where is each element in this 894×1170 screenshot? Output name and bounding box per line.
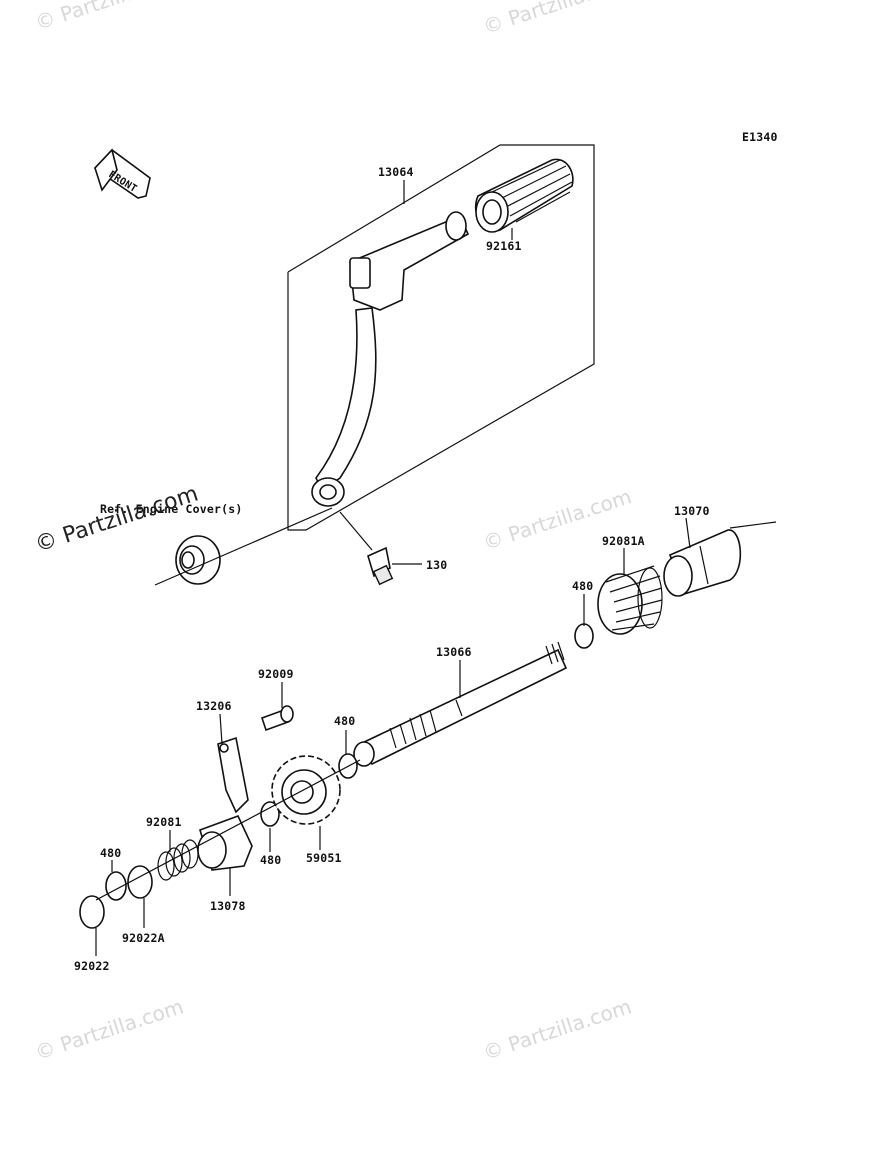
label-480-middle: 480 (334, 714, 355, 728)
watermark-main: © Partzilla.com (32, 481, 201, 557)
label-13064: 13064 (378, 165, 414, 179)
label-92081a: 92081A (602, 534, 645, 548)
kick-spring-92081a (597, 565, 663, 635)
watermark-bottom-right: © Partzilla.com (480, 994, 634, 1065)
diagram-code: E1340 (742, 130, 778, 144)
washer-92022 (79, 895, 105, 929)
label-13070: 13070 (674, 504, 710, 518)
spring-guide-13070 (663, 529, 742, 597)
watermark-top-left: © Partzilla.com (32, 0, 186, 35)
washer-92022a (127, 865, 153, 899)
watermark-bottom-left: © Partzilla.com (32, 994, 186, 1065)
engine-cover-oil-seal (175, 535, 221, 585)
label-59051: 59051 (306, 851, 342, 865)
label-92022a: 92022A (122, 931, 165, 945)
bolt-92009 (260, 705, 294, 732)
ratchet-spring-92081 (157, 839, 199, 881)
front-arrow-icon: FRONT (93, 148, 151, 199)
shaft-centerline-lower (95, 759, 361, 901)
circlip-480-left (105, 871, 127, 901)
kick-pedal-group-outline (287, 144, 595, 531)
ratchet-13078 (197, 814, 253, 871)
label-13078: 13078 (210, 899, 246, 913)
label-480-upper: 480 (572, 579, 593, 593)
guide-13206 (217, 736, 249, 814)
kick-shaft-13066 (353, 641, 568, 767)
label-130: 130 (426, 558, 447, 572)
label-13206: 13206 (196, 699, 232, 713)
pedal-rubber-grip (475, 158, 574, 233)
label-92081: 92081 (146, 815, 182, 829)
shaft-centerline-upper (154, 507, 333, 586)
label-92022: 92022 (74, 959, 110, 973)
label-480-left: 480 (100, 846, 121, 860)
circlip-480-lower (260, 801, 280, 827)
reference-note: Ref. Engine Cover(s) (100, 502, 242, 516)
kick-pedal-lever (311, 211, 470, 507)
label-92161: 92161 (486, 239, 522, 253)
bolt-leader (339, 511, 373, 551)
watermark-top-right: © Partzilla.com (480, 0, 634, 39)
label-13066: 13066 (436, 645, 472, 659)
circlip-480-upper (574, 623, 594, 649)
bolt-130 (367, 546, 394, 586)
kick-gear-59051 (271, 755, 341, 825)
label-92009: 92009 (258, 667, 294, 681)
label-480-lower: 480 (260, 853, 281, 867)
shaft-centerline-right (729, 521, 777, 529)
